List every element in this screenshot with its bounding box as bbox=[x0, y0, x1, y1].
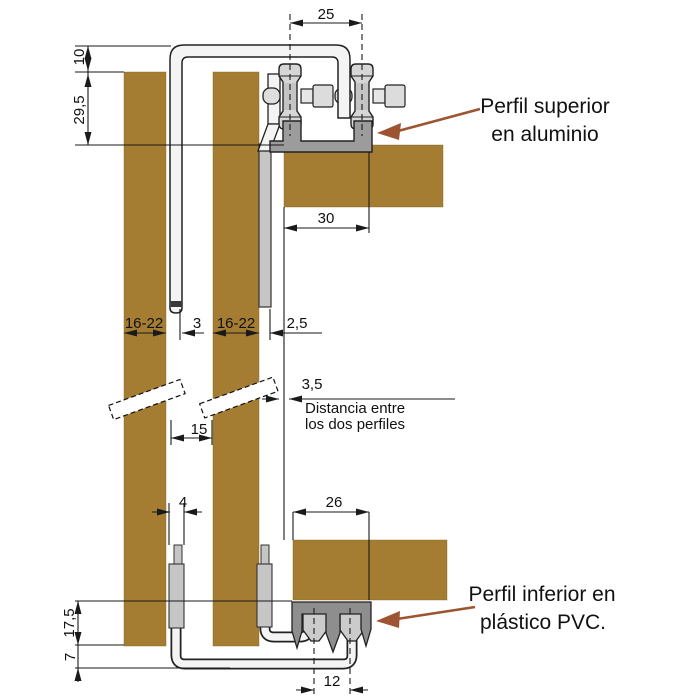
callout-bottom-text-line2: plástico PVC. bbox=[480, 611, 606, 634]
callout-top-arrow-line bbox=[397, 107, 481, 133]
distance-note-line2: los dos perfiles bbox=[305, 416, 405, 433]
dim-label-door-thickness-left: 16-22 bbox=[125, 315, 163, 332]
dim-label-top-profile-depth: 30 bbox=[318, 210, 335, 227]
roller-right-axle-nut bbox=[384, 84, 406, 108]
bottom-strip-left-door bbox=[168, 544, 185, 629]
hanger-plate-tab bbox=[258, 143, 272, 308]
dim-label-bottom-profile-depth: 26 bbox=[326, 494, 343, 511]
callout-top-text-line1: Perfil superior bbox=[480, 95, 610, 118]
hanger-u-bracket bbox=[169, 44, 351, 314]
callout-bottom-arrow-line bbox=[396, 605, 476, 621]
callout-bottom-text-line1: Perfil inferior en bbox=[468, 583, 615, 606]
dim-label-door-gap: 15 bbox=[191, 421, 208, 438]
roller-right-axle bbox=[372, 88, 386, 104]
dim-label-guide-spacing: 12 bbox=[324, 673, 341, 690]
aluminum-top-profile bbox=[269, 120, 373, 153]
dim-label-top-clearance: 10 bbox=[71, 49, 88, 66]
dim-label-door-thickness-right: 16-22 bbox=[217, 315, 255, 332]
bottom-guide-tube-outer-door bbox=[170, 614, 358, 670]
dimension-lines bbox=[75, 14, 455, 697]
dim-label-rear-gap: 2,5 bbox=[287, 315, 308, 332]
top-fixed-board bbox=[283, 144, 444, 208]
callout-top-profile: Perfil superior en aluminio bbox=[377, 95, 610, 146]
pvc-bottom-profile bbox=[291, 601, 372, 654]
callout-bottom-profile: Perfil inferior en plástico PVC. bbox=[376, 583, 616, 634]
roller-left-axle bbox=[300, 88, 314, 104]
roller-left-axle-nut bbox=[312, 84, 334, 108]
distance-note-line1: Distancia entre bbox=[305, 400, 405, 417]
wood-panel-left bbox=[123, 71, 167, 647]
bottom-strip-right-door bbox=[256, 544, 273, 628]
dim-label-bottom-inset: 17,5 bbox=[61, 608, 78, 637]
callout-top-arrowhead bbox=[377, 123, 401, 140]
dim-label-roller-spacing: 25 bbox=[318, 6, 335, 23]
dim-label-profile-distance: 3,5 bbox=[302, 376, 323, 393]
roller-left-hub bbox=[262, 87, 281, 105]
dimension-arrowheads bbox=[74, 19, 369, 694]
break-band-left-panel bbox=[107, 378, 186, 421]
roller-left bbox=[262, 63, 334, 130]
callout-top-text-line2: en aluminio bbox=[491, 123, 598, 146]
callout-bottom-arrowhead bbox=[376, 611, 400, 628]
hanger-u-bracket-end-cap bbox=[170, 301, 182, 307]
dim-label-bottom-clearance: 7 bbox=[62, 653, 79, 661]
bottom-fixed-board bbox=[292, 539, 448, 601]
dim-label-bracket-gap: 3 bbox=[193, 315, 201, 332]
dim-label-hanger-drop: 29,5 bbox=[71, 95, 88, 124]
break-band-right-panel bbox=[198, 376, 279, 419]
wood-panel-right bbox=[212, 71, 260, 647]
dim-label-strip-thickness: 4 bbox=[179, 494, 187, 511]
